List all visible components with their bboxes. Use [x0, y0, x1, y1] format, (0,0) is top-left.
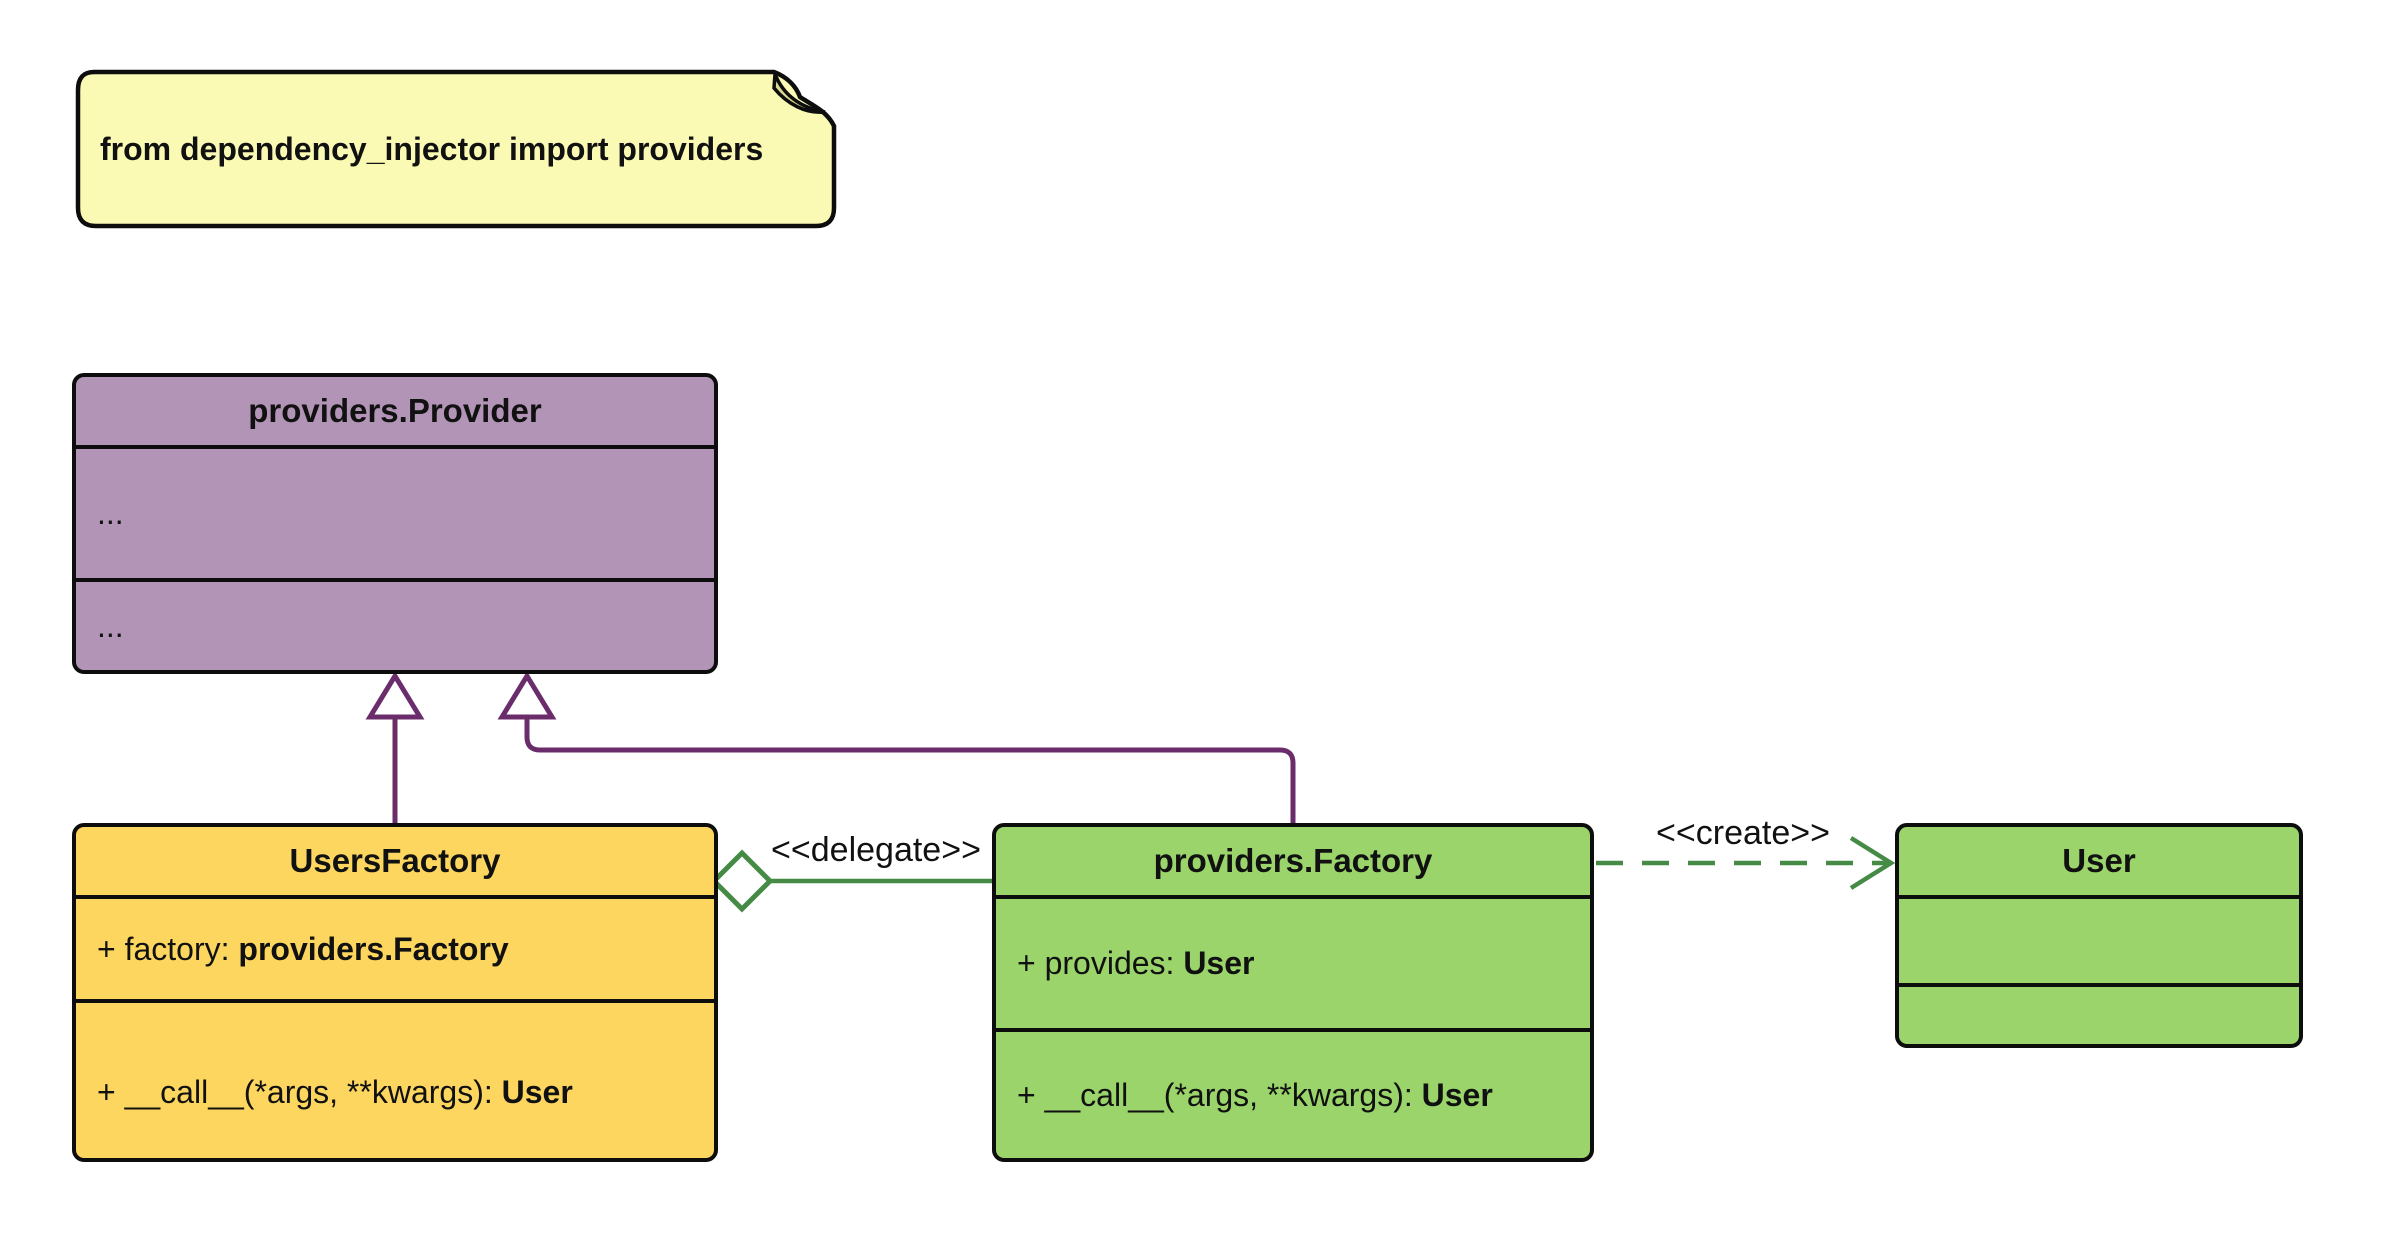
- attributes-compartment: + factory: providers.Factory: [76, 895, 714, 999]
- method-label: + __call__(*args, **kwargs):: [97, 1074, 502, 1110]
- methods-compartment: + __call__(*args, **kwargs): User: [996, 1028, 1590, 1158]
- class-title: providers.Provider: [248, 392, 542, 429]
- open-arrowhead-icon: [1849, 836, 1896, 890]
- class-box-providers-factory: providers.Factory + provides: User + __c…: [992, 823, 1594, 1162]
- hollow-triangle-icon: [497, 671, 557, 720]
- attribute-provides: + provides: User: [1017, 945, 1254, 982]
- note-fold-icon: [772, 73, 826, 114]
- method-call: + __call__(*args, **kwargs): User: [97, 1074, 573, 1111]
- inheritance-edge-factory-provider: [497, 671, 1296, 825]
- attributes-compartment: [1899, 895, 2299, 983]
- create-stereotype-label: <<create>>: [1656, 814, 1830, 852]
- inheritance-edge-usersfactory-provider: [365, 671, 425, 825]
- class-box-user: User: [1895, 823, 2303, 1048]
- attributes-ellipsis: ...: [97, 495, 124, 531]
- method-return-type: User: [1421, 1076, 1493, 1113]
- methods-compartment: + __call__(*args, **kwargs): User: [76, 999, 714, 1158]
- method-label: + __call__(*args, **kwargs):: [1017, 1076, 1422, 1113]
- code-note: from dependency_injector import provider…: [100, 130, 764, 167]
- delegate-aggregation-edge: [710, 849, 994, 913]
- hollow-diamond-icon: [710, 849, 774, 913]
- method-call: + __call__(*args, **kwargs): User: [1017, 1077, 1493, 1114]
- method-return-type: User: [501, 1074, 573, 1110]
- class-title: User: [2062, 842, 2136, 879]
- hollow-triangle-icon: [365, 671, 425, 720]
- class-box-providers-provider: providers.Provider ... ...: [72, 373, 718, 674]
- attribute-type: User: [1183, 945, 1255, 981]
- attributes-compartment: + provides: User: [996, 895, 1590, 1028]
- methods-compartment: ...: [76, 578, 714, 670]
- attribute-type: providers.Factory: [238, 930, 509, 967]
- attributes-compartment: ...: [76, 445, 714, 578]
- methods-ellipsis: ...: [97, 607, 124, 644]
- class-title: providers.Factory: [1153, 842, 1433, 879]
- delegate-stereotype-label: <<delegate>>: [771, 831, 981, 869]
- note-body-shape: [75, 69, 837, 229]
- attribute-label: + provides:: [1017, 945, 1184, 981]
- methods-compartment: [1899, 983, 2299, 1044]
- note-shape: [75, 69, 837, 229]
- attribute-factory: + factory: providers.Factory: [97, 931, 509, 968]
- class-box-usersfactory: UsersFactory + factory: providers.Factor…: [72, 823, 718, 1162]
- create-dependency-edge: [1596, 836, 1896, 890]
- class-title: UsersFactory: [289, 842, 501, 879]
- attribute-label: + factory:: [97, 930, 239, 967]
